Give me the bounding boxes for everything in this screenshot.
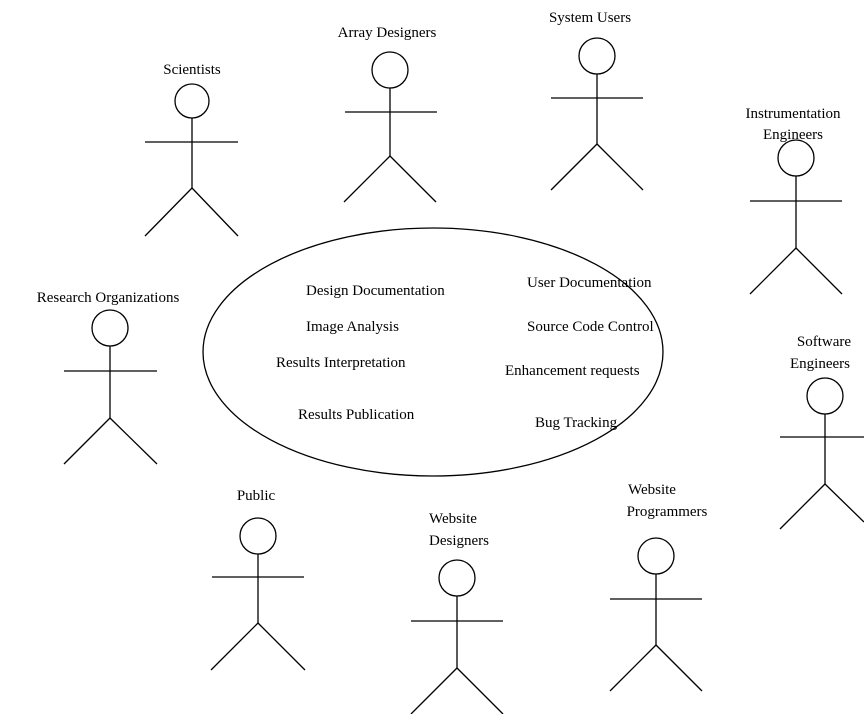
actor-software-engineers: Software Engineers: [779, 334, 864, 530]
actor-head: [806, 377, 844, 415]
actor-head: [637, 537, 675, 575]
actor-left-leg: [749, 247, 797, 295]
actor-label: Instrumentation: [746, 106, 841, 122]
actor-label: Designers: [429, 533, 489, 549]
actor-right-leg: [257, 622, 306, 671]
actor-right-leg: [389, 155, 437, 203]
actor-head: [239, 517, 277, 555]
use-case-design-documentation: Design Documentation: [306, 283, 445, 299]
actor-label: Programmers: [627, 504, 708, 520]
actor-right-leg: [795, 247, 843, 295]
actor-instrumentation-engineers: Instrumentation Engineers: [746, 106, 843, 295]
actor-label: Software: [797, 334, 851, 350]
actor-head: [578, 37, 616, 75]
actor-research-organizations: Research Organizations: [37, 290, 180, 465]
use-case-results-interpretation: Results Interpretation: [276, 355, 406, 371]
system-boundary-ellipse: [202, 227, 664, 477]
actor-head: [174, 83, 210, 119]
actor-website-designers: Website Designers: [410, 511, 504, 714]
actor-right-leg: [824, 483, 864, 523]
use-case-image-analysis: Image Analysis: [306, 319, 399, 335]
actor-right-leg: [456, 667, 504, 714]
actor-right-leg: [655, 644, 703, 692]
actor-left-leg: [609, 644, 657, 692]
actor-array-designers: Array Designers: [338, 25, 437, 203]
actor-right-leg: [109, 417, 158, 465]
actor-left-leg: [410, 667, 458, 714]
actor-label: Engineers: [763, 127, 823, 143]
actor-label: Website: [628, 482, 676, 498]
use-case-bug-tracking: Bug Tracking: [535, 415, 618, 431]
actor-left-leg: [343, 155, 391, 203]
actor-left-leg: [550, 143, 598, 191]
actor-label: Array Designers: [338, 25, 437, 41]
actor-label: Research Organizations: [37, 290, 180, 306]
actor-right-leg: [191, 187, 239, 237]
actor-right-leg: [596, 143, 644, 191]
actor-head: [777, 139, 815, 177]
actor-left-leg: [210, 622, 259, 671]
actor-label: Website: [429, 511, 477, 527]
actor-scientists: Scientists: [144, 62, 239, 237]
actor-label: Scientists: [163, 62, 221, 78]
use-case-enhancement-requests: Enhancement requests: [505, 363, 640, 379]
actor-label: Public: [237, 488, 276, 504]
actor-label: Engineers: [790, 356, 850, 372]
actor-head: [91, 309, 129, 347]
actor-label: System Users: [549, 10, 631, 26]
use-case-source-code-control: Source Code Control: [527, 319, 654, 335]
actor-head: [438, 559, 476, 597]
actor-head: [371, 51, 409, 89]
actor-public: Public: [210, 488, 306, 671]
use-case-user-documentation: User Documentation: [527, 275, 652, 291]
actor-system-users: System Users: [549, 10, 644, 191]
use-case-results-publication: Results Publication: [298, 407, 415, 423]
actor-website-programmers: Website Programmers: [609, 482, 708, 692]
actor-left-leg: [144, 187, 193, 237]
actor-left-leg: [779, 483, 826, 530]
actor-left-leg: [63, 417, 111, 465]
